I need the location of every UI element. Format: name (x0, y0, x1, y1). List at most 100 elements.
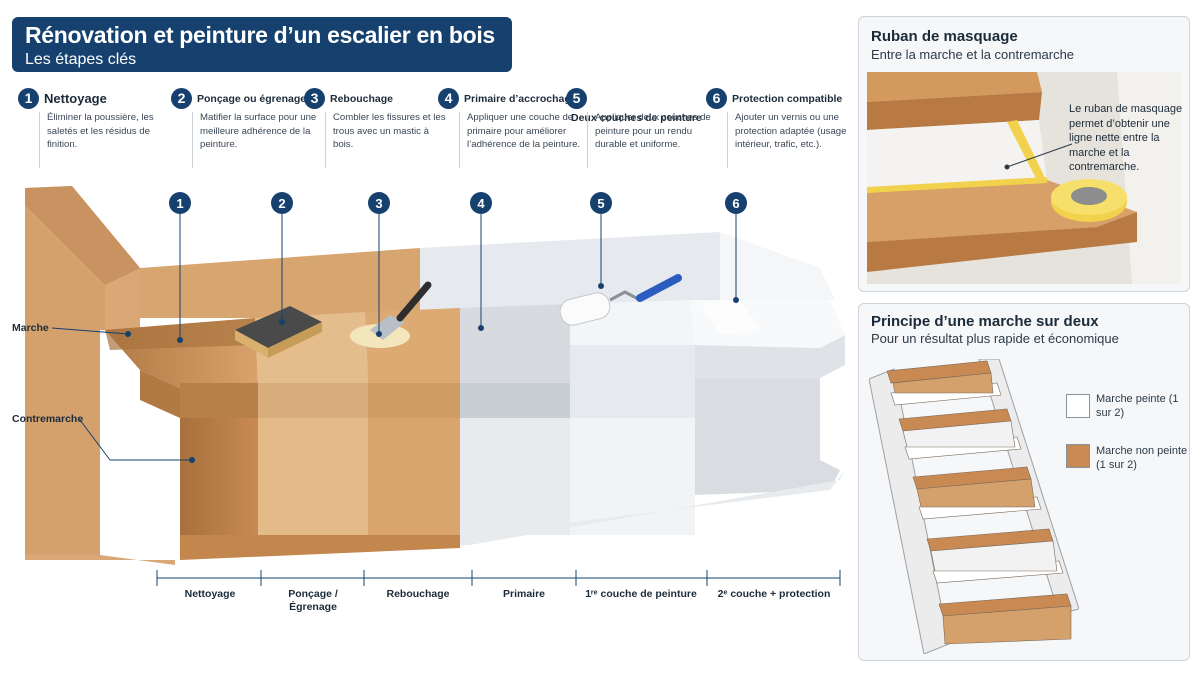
step-5: 5Deux couches de peinture Appliquer deux… (566, 88, 711, 168)
step-4: 4 Primaire d’accrochage Appliquer une cou… (438, 88, 580, 168)
dimension-label-5: 1ʳᵉ couche de peinture (585, 588, 697, 600)
marker-dot (177, 337, 183, 343)
marker-number: 2 (278, 196, 285, 211)
paint-roller-handle (636, 274, 682, 302)
marker-dot (376, 331, 382, 337)
marker-dot (733, 297, 739, 303)
step-divider (325, 112, 326, 168)
gloss-sheen (700, 300, 760, 335)
step-divider (192, 112, 193, 168)
legend-label-painted: Marche peinte (1 sur 2) (1096, 393, 1179, 419)
step-divider (727, 112, 728, 168)
masking-tape-illustration (867, 72, 1181, 284)
step-badge: 4 (438, 88, 459, 109)
step-description: Appliquer une couche de primaire pour am… (467, 112, 581, 151)
panel-title: Principe d’une marche sur deux (871, 313, 1099, 330)
step-title: Nettoyage (44, 91, 107, 106)
panel-subtitle: Pour un résultat plus rapide et économiq… (871, 331, 1119, 346)
marker-number: 3 (375, 196, 382, 211)
dimension-label-4: Primaire (502, 588, 546, 600)
step-description: Matifier la surface pour une meilleure a… (200, 112, 317, 151)
back-riser (140, 248, 420, 318)
masking-note: Le ruban de masquage permet d’obtenir un… (1069, 103, 1183, 173)
step-divider (587, 112, 588, 168)
step-badge: 3 (304, 88, 325, 109)
step-description: Combler les fissures et les trous avec u… (333, 112, 446, 151)
dimension-label-1: Nettoyage (184, 588, 236, 600)
step-2: 2 Ponçage ou égrenage Matifier la surface… (171, 88, 316, 168)
marker-3: 3 (368, 192, 390, 214)
masking-tape-panel: Ruban de masquage Entre la marche et la … (858, 16, 1190, 292)
marker-2: 2 (271, 192, 293, 214)
paint-roller-sleeve (559, 292, 611, 326)
step-title: Rebouchage (330, 92, 394, 105)
riser-base-wood (180, 535, 460, 560)
marker-dot (598, 283, 604, 289)
marche-leader (51, 327, 129, 335)
step-title: Deux couches de peinture (571, 111, 702, 124)
contremarche-leader (79, 419, 111, 461)
marker-dot (279, 319, 285, 325)
step-divider (39, 112, 40, 168)
label-marche: Marche (12, 322, 49, 334)
title-banner: Rénovation et peinture d’un escalier en … (12, 17, 512, 72)
dimension-label-3: Rebouchage (386, 588, 450, 600)
back-riser-glossy (720, 232, 835, 300)
marker-4: 4 (470, 192, 492, 214)
marche-dot (125, 331, 131, 337)
nosing-seg-4 (460, 383, 570, 418)
contremarche-dot (189, 457, 195, 463)
nosing-seg-2 (258, 383, 368, 418)
legend-swatch-unpainted (1066, 444, 1090, 468)
tread-seg-4 (460, 304, 570, 383)
step-badge: 2 (171, 88, 192, 109)
riser-seg-5 (570, 418, 695, 535)
alternate-step-panel: Principe d’une marche sur deux Pour un r… (858, 303, 1190, 661)
sanding-block (235, 306, 322, 348)
step-3: 3 Rebouchage Combler les fissures et les … (304, 88, 446, 168)
riser-seg-1 (180, 418, 258, 545)
putty-knife-handle (396, 281, 432, 322)
legend-label-unpainted: Marche non peinte (1 sur 2) (1096, 445, 1188, 471)
marker-number: 1 (176, 196, 183, 211)
riser-seg-4 (460, 418, 570, 535)
page-subtitle: Les étapes clés (25, 51, 137, 68)
stringer-front (25, 205, 105, 555)
step-title: Protection compatible (732, 92, 843, 105)
dimension-label-6: 2ᵉ couche + protection (717, 588, 831, 600)
step-badge: 5 (566, 88, 587, 109)
nosing-seg-5 (570, 345, 695, 418)
marker-number: 6 (732, 196, 739, 211)
nosing-seg-6 (695, 335, 845, 378)
newel-post (25, 186, 140, 285)
step-title: Primaire d’accrochage (464, 92, 577, 105)
riser-seg-6 (695, 378, 840, 495)
marker-1: 1 (169, 192, 191, 214)
marker-6: 6 (725, 192, 747, 214)
legend-swatch-painted (1066, 394, 1090, 418)
step-badge: 6 (706, 88, 727, 109)
step-title: Ponçage ou égrenage (197, 92, 307, 105)
paint-roller-frame (609, 290, 641, 302)
sanding-block-side (235, 330, 268, 358)
riser-seg-3 (368, 418, 460, 535)
marker-number: 4 (477, 196, 485, 211)
tread-nosing (140, 370, 180, 418)
step-divider (459, 112, 460, 168)
panel-title: Ruban de masquage (871, 28, 1018, 45)
sanding-block-side2 (268, 322, 322, 358)
stair-step-illustration: 1 2 3 4 5 6 (25, 186, 845, 586)
step-description: Appliquer deux couches de peinture pour … (595, 112, 711, 151)
nosing-seg-3 (368, 383, 460, 418)
dimension-label-2: Ponçage / Égrenage (288, 588, 338, 613)
step-description: Éliminer la poussière, les saletés et le… (47, 112, 154, 151)
label-contremarche: Contremarche (12, 413, 84, 425)
dimension-ticks (156, 570, 841, 586)
nosing-seg-1 (180, 383, 258, 418)
staircase-illustration (869, 359, 1079, 654)
riser-seg-2 (258, 418, 368, 535)
page-title: Rénovation et peinture d’un escalier en … (25, 22, 495, 48)
